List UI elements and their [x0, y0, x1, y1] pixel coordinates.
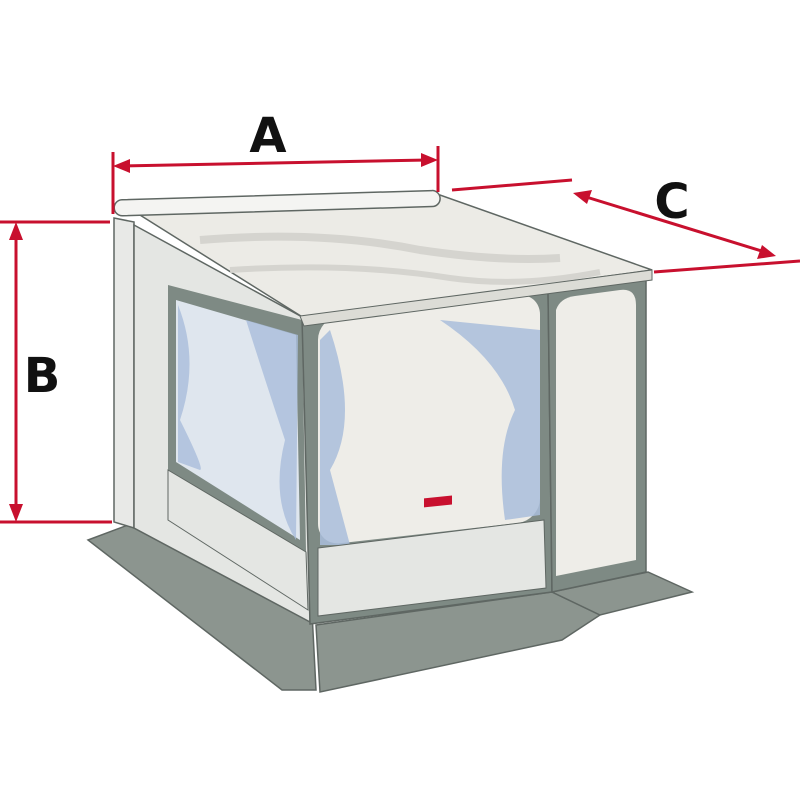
dimension-b: [0, 220, 112, 524]
dimension-c: [451, 178, 800, 274]
fiamma-logo: [424, 495, 452, 508]
dimension-label-a: A: [249, 108, 286, 164]
front-panel: [301, 289, 553, 625]
ground-mat: [86, 524, 695, 693]
side-wall-edge: [113, 217, 135, 530]
side-panel: [133, 223, 311, 624]
dimension-a: [111, 146, 440, 214]
door-panel: [547, 273, 647, 593]
dimension-label-c: C: [654, 174, 689, 230]
dimension-label-b: B: [24, 348, 61, 404]
awning-roof: [113, 189, 653, 327]
